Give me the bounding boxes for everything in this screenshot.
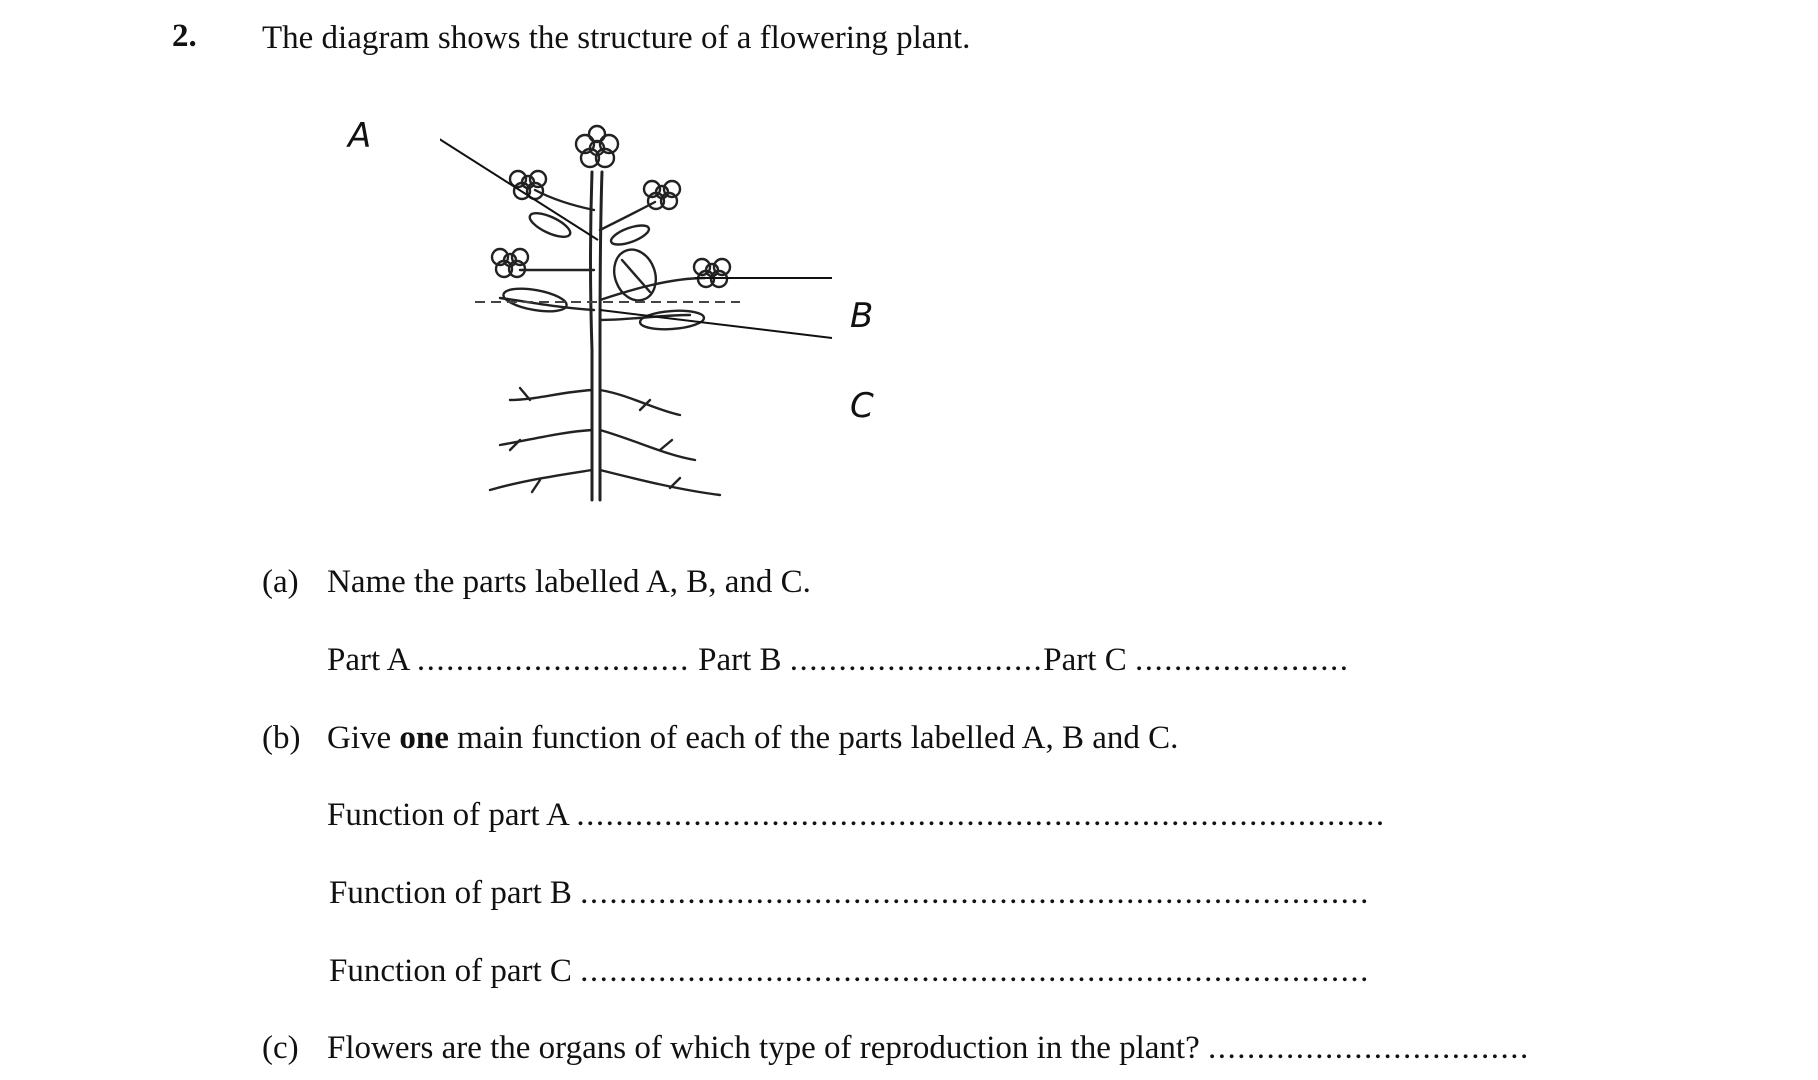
- part-a-prompt: Name the parts labelled A, B, and C.: [327, 564, 811, 600]
- diagram-label-a: A: [348, 116, 372, 156]
- function-c-label: Function of part C: [329, 953, 572, 989]
- part-b-prompt-end: main function of each of the parts label…: [448, 720, 1179, 756]
- plant-diagram-image: [399, 110, 900, 530]
- function-row-b: Function of part B .....................…: [329, 873, 1370, 913]
- part-b-answer-field[interactable]: ..........................: [789, 642, 1044, 678]
- part-c-prompt: Flowers are the organs of which type of …: [327, 1030, 1200, 1066]
- function-b-answer-field[interactable]: ........................................…: [580, 875, 1370, 911]
- part-a-marker: (a): [262, 564, 299, 600]
- part-b-marker: (b): [262, 720, 301, 756]
- part-b-prompt-emphasis: one: [399, 720, 449, 756]
- part-c-label: Part C: [1043, 642, 1127, 678]
- diagram-label-b: B: [850, 296, 874, 336]
- part-b-label: Part B: [698, 642, 782, 678]
- part-c-answer-field[interactable]: ......................: [1134, 642, 1350, 678]
- part-b-prompt: Give one main function of each of the pa…: [327, 718, 1178, 758]
- question-stem: The diagram shows the structure of a flo…: [262, 20, 971, 56]
- plant-drawing: [399, 113, 833, 502]
- function-b-label: Function of part B: [329, 875, 572, 911]
- part-a-label: Part A: [327, 642, 409, 678]
- part-c-marker: (c): [262, 1030, 299, 1066]
- function-row-c: Function of part C .....................…: [329, 951, 1370, 991]
- part-a-answer-field[interactable]: ............................: [416, 642, 690, 678]
- question-number: 2.: [172, 18, 197, 54]
- part-c-answer-field[interactable]: .................................: [1207, 1030, 1530, 1066]
- function-row-a: Function of part A .....................…: [327, 795, 1386, 835]
- function-c-answer-field[interactable]: ........................................…: [580, 953, 1370, 989]
- function-a-label: Function of part A: [327, 797, 569, 833]
- part-c-row: Flowers are the organs of which type of …: [327, 1028, 1530, 1068]
- part-a-answer-row: Part A ............................ Part…: [327, 640, 1349, 680]
- diagram-label-c: C: [850, 386, 874, 426]
- part-b-prompt-start: Give: [327, 720, 400, 756]
- function-a-answer-field[interactable]: ........................................…: [576, 797, 1386, 833]
